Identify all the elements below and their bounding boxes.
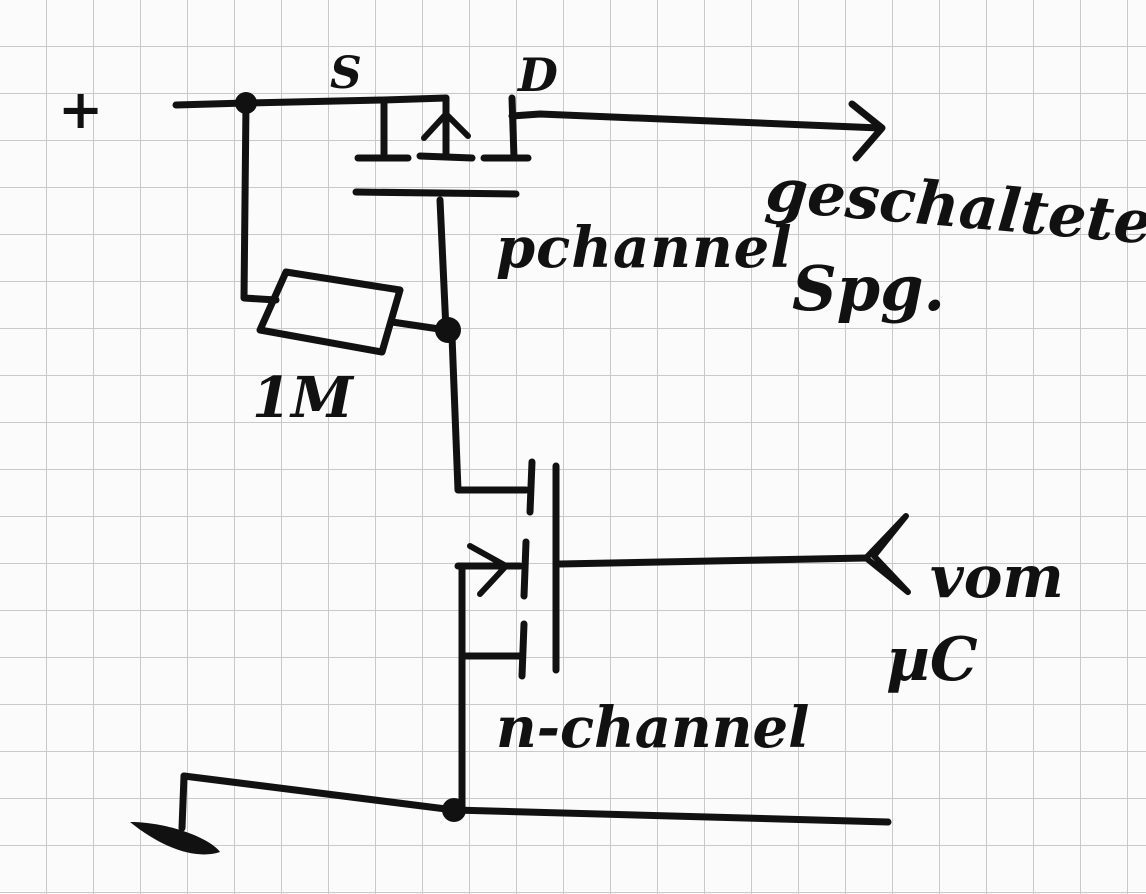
p-channel-mosfet-symbol: [352, 94, 532, 334]
gate-input-wire: [556, 554, 870, 568]
gate-node: [435, 317, 461, 343]
drain-output-wire: [508, 110, 884, 132]
pullup-wire: [240, 99, 280, 304]
supply-wire: [172, 94, 450, 109]
arrow-right-icon: [848, 100, 886, 162]
pchannel-label: pchannel: [496, 215, 793, 281]
nchannel-label: n-channel: [496, 695, 810, 761]
source-label: S: [330, 48, 362, 99]
from-label-2: µC: [886, 625, 978, 695]
gate-to-nmos-wire: [448, 332, 530, 494]
plus-label: +: [58, 77, 104, 141]
ground-symbol: [130, 822, 220, 855]
from-label-1: vom: [930, 543, 1064, 611]
switched-label-2: Spg.: [792, 252, 946, 325]
ground-node: [442, 798, 466, 822]
ground-rail: [180, 772, 892, 826]
resistor-symbol: [256, 268, 404, 356]
ground-drop-wire: [178, 772, 188, 832]
drain-label: D: [518, 48, 558, 102]
n-channel-mosfet-symbol: [454, 458, 560, 816]
input-terminal-icon: [863, 513, 911, 595]
resistor-label: 1M: [252, 365, 353, 431]
